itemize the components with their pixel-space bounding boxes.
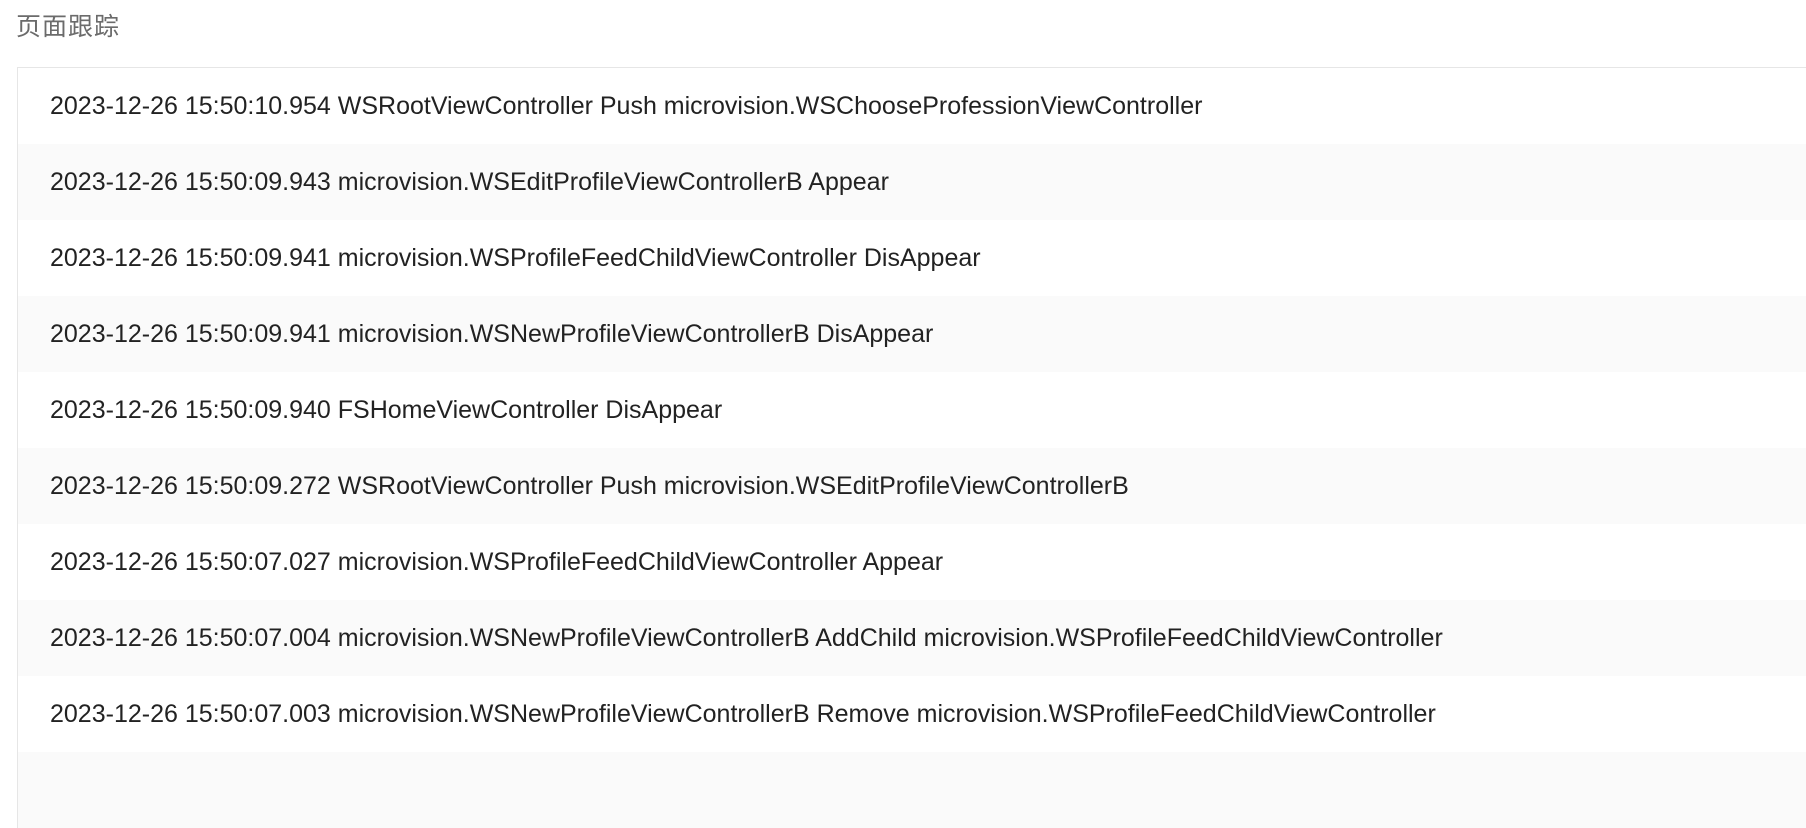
log-row: 2023-12-26 15:50:09.943 microvision.WSEd…: [18, 144, 1806, 220]
log-row: 2023-12-26 15:50:07.004 microvision.WSNe…: [18, 600, 1806, 676]
log-row: 2023-12-26 15:50:07.027 microvision.WSPr…: [50, 548, 944, 576]
log-row: 2023-12-26 15:50:09.272 WSRootViewContro…: [18, 448, 1806, 524]
log-row: 2023-12-26 15:50:09.940 FSHomeViewContro…: [50, 396, 723, 424]
page-title: 页面跟踪: [16, 12, 121, 41]
log-row: 2023-12-26 15:50:09.941 microvision.WSPr…: [50, 244, 981, 272]
log-row-partial: [18, 752, 1806, 828]
log-row: 2023-12-26 15:50:07.003 microvision.WSNe…: [50, 700, 1436, 728]
page-trace-log-list: 2023-12-26 15:50:10.954 WSRootViewContro…: [17, 67, 1806, 828]
log-row: 2023-12-26 15:50:09.941 microvision.WSNe…: [18, 296, 1806, 372]
log-row: 2023-12-26 15:50:10.954 WSRootViewContro…: [50, 92, 1203, 120]
